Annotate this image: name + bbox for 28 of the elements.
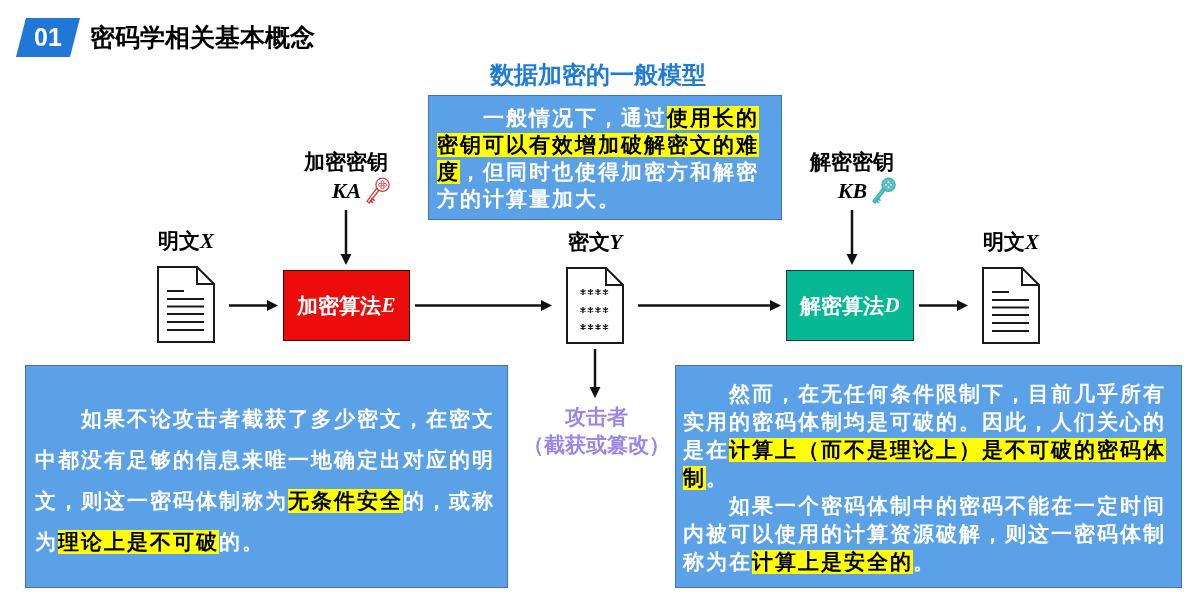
arrow: [415, 300, 552, 311]
note-box: [428, 95, 782, 220]
note-box: [25, 365, 508, 588]
arrow: [846, 210, 858, 265]
page-title: 密码学相关基本概念: [90, 22, 315, 54]
arrow: [638, 300, 781, 311]
document-label: 明文X: [982, 229, 1041, 255]
note-text: 如果不论攻击者截获了多少密文，在密文中都没有足够的信息来唯一地确定出对应的明文，则这一密码体制称为无条件安全的，或称为理论上是不可破的。: [35, 406, 496, 556]
arrow: [919, 300, 968, 311]
diagram-subtitle: 数据加密的一般模型: [488, 60, 707, 90]
note-box: [675, 365, 1182, 588]
process-box: 加密算法E: [283, 270, 410, 341]
document-label: 明文X: [157, 228, 216, 254]
attacker-label: 攻击者: [563, 404, 629, 431]
arrow: [229, 300, 278, 311]
arrow: [589, 349, 601, 398]
note-text: 然而，在无任何条件限制下，目前几乎所有实用的密码体制均是可破的。因此，人们关心的是在计算上（而不是理论上）是不可破的密码体制。: [683, 381, 1167, 492]
process-box: 解密算法D: [786, 270, 914, 341]
arrow: [340, 210, 352, 265]
note-text: 如果一个密码体制中的密码不能在一定时间内被可以使用的计算资源破解，则这一密码体制称为在计算上是安全的。: [683, 493, 1167, 576]
key-name: KB: [837, 177, 869, 203]
key-label: 解密密钥: [808, 149, 895, 175]
attacker-note: （截获或篡改）: [521, 432, 671, 459]
key-label: 加密密钥: [303, 149, 389, 175]
key-name: KA: [331, 177, 363, 203]
note-text: 一般情况下，通过使用长的密钥可以有效增加破解密文的难度，但同时也使得加密方和解密方的计算量加大。: [437, 105, 760, 213]
section-number: 01: [16, 18, 80, 57]
document-label: 密文Y: [566, 229, 625, 255]
